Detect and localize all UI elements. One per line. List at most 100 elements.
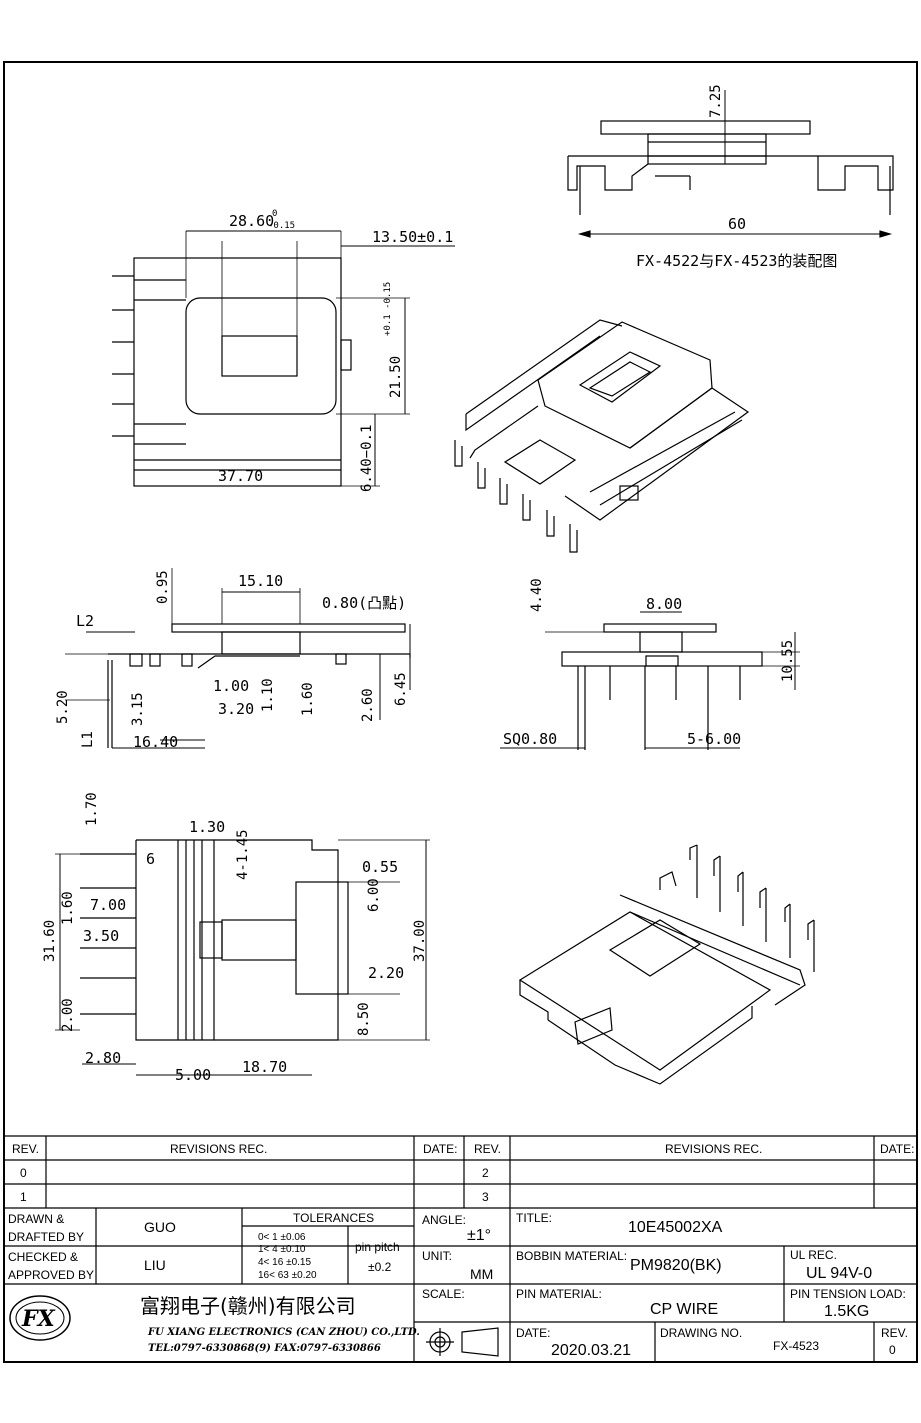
dim-0-55: 0.55 [362, 858, 398, 876]
dim-L1: L1 [80, 731, 96, 748]
dim-1-70: 1.70 [84, 792, 100, 826]
drafted-label: DRAFTED BY [8, 1230, 84, 1244]
pin-tension-label: PIN TENSION LOAD: [790, 1287, 906, 1301]
dim-37-00: 37.00 [412, 920, 428, 962]
dim-7-00: 7.00 [90, 896, 126, 914]
dim-4-40: 4.40 [529, 578, 545, 612]
rev-row-2: 2 [482, 1166, 489, 1180]
logo-text: FX [21, 1306, 56, 1332]
dim-4-1-45: 4-1.45 [235, 829, 251, 880]
unit-label: UNIT: [422, 1249, 452, 1263]
dim-2-60: 2.60 [360, 688, 376, 722]
tolerance-row-1: 0< 1 ±0.06 [258, 1232, 306, 1243]
dim-1-00: 1.00 [213, 677, 249, 695]
dim-2-80: 2.80 [85, 1049, 121, 1067]
approved-by: LIU [144, 1257, 166, 1273]
drawn-label: DRAWN & [8, 1212, 64, 1226]
pin-tension-value: 1.5KG [824, 1303, 869, 1320]
dim-2-20: 2.20 [368, 964, 404, 982]
dim-sq0-80: SQ0.80 [503, 730, 557, 748]
dim-21-50-tol: +0.1 -0.15 [383, 282, 393, 336]
pin-pitch-value: ±0.2 [368, 1260, 392, 1274]
rev-label: REV. [881, 1326, 908, 1340]
dim-3-50: 3.50 [83, 927, 119, 945]
date-header-right: DATE: [880, 1142, 914, 1156]
isometric-view-bottom [518, 844, 815, 1085]
revisions-header-right: REVISIONS REC. [665, 1142, 762, 1156]
date-header-left: DATE: [423, 1142, 457, 1156]
rev-row-1: 1 [20, 1190, 27, 1204]
date-label: DATE: [516, 1326, 550, 1340]
dim-3-20: 3.20 [218, 700, 254, 718]
rev-value: 0 [889, 1343, 896, 1357]
dim-3-15: 3.15 [130, 692, 146, 726]
rev-header-left: REV. [12, 1142, 39, 1156]
pin-material-value: CP WIRE [650, 1301, 718, 1318]
drawing-border [3, 61, 918, 1363]
dim-0-80: 0.80(凸點) [322, 594, 406, 612]
scale-label: SCALE: [422, 1287, 465, 1301]
dim-21-50: 21.50 [388, 356, 404, 398]
date-value: 2020.03.21 [551, 1342, 631, 1359]
dim-28-60-tol-top: 0 [272, 209, 277, 219]
approved-label: APPROVED BY [8, 1268, 94, 1282]
dim-18-70: 18.70 [242, 1058, 287, 1076]
title-block [4, 1135, 917, 1362]
company-logo: FX [9, 1295, 71, 1341]
dim-1-60-bottom: 1.60 [60, 891, 76, 925]
tolerance-row-4: 16< 63 ±0.20 [258, 1270, 317, 1281]
end-view [500, 611, 800, 750]
revisions-header-left: REVISIONS REC. [170, 1142, 267, 1156]
top-view [112, 230, 455, 487]
title-value: 10E45002XA [628, 1219, 723, 1236]
rev-row-0: 0 [20, 1166, 27, 1180]
company-name-cn: 富翔电子(赣州)有限公司 [140, 1294, 356, 1318]
drawn-by: GUO [144, 1219, 176, 1235]
title-label: TITLE: [516, 1211, 552, 1225]
pin-material-label: PIN MATERIAL: [516, 1287, 602, 1301]
angle-value: ±1° [467, 1227, 491, 1244]
dim-37-70: 37.70 [218, 467, 263, 485]
dim-6-00-bottom: 6.00 [366, 878, 382, 912]
tolerances-label: TOLERANCES [293, 1211, 374, 1225]
company-name-en: FU XIANG ELECTRONICS (CAN ZHOU) CO.,LTD. [147, 1327, 420, 1338]
dim-5-00: 5.00 [175, 1066, 211, 1084]
dim-5-6-00: 5-6.00 [687, 730, 741, 748]
dim-8-50: 8.50 [356, 1002, 372, 1036]
bobbin-material-value: PM9820(BK) [630, 1257, 722, 1274]
dim-L2: L2 [76, 612, 94, 630]
tolerance-row-2: 1< 4 ±0.10 [258, 1244, 306, 1255]
isometric-view-top [454, 319, 750, 553]
dim-1-60-side: 1.60 [300, 682, 316, 716]
dim-6: 6 [146, 850, 155, 868]
dim-28-60-tol-bot: -0.15 [268, 221, 295, 231]
ul-rec-label: UL REC. [790, 1248, 837, 1262]
dim-2-00: 2.00 [60, 998, 76, 1032]
unit-value: MM [470, 1266, 493, 1282]
bobbin-material-label: BOBBIN MATERIAL: [516, 1249, 627, 1263]
dim-31-60: 31.60 [42, 920, 58, 962]
dim-5-20: 5.20 [55, 690, 71, 724]
dim-15-10: 15.10 [238, 572, 283, 590]
company-contact: TEL:0797-6330868(9) FAX:0797-6330866 [148, 1343, 381, 1354]
angle-label: ANGLE: [422, 1213, 466, 1227]
dim-1-10: 1.10 [260, 678, 276, 712]
assembly-caption: FX-4522与FX-4523的装配图 [636, 252, 837, 270]
dim-6-40: 6.40−0.1 [359, 425, 375, 492]
dim-7-25: 7.25 [708, 84, 724, 118]
dim-6-45: 6.45 [393, 672, 409, 706]
dim-0-95: 0.95 [155, 570, 171, 604]
rev-row-3: 3 [482, 1190, 489, 1204]
pin-pitch-label: pin pitch [355, 1240, 400, 1254]
dim-60: 60 [728, 215, 746, 233]
side-view [65, 568, 411, 749]
dim-8-00: 8.00 [646, 595, 682, 613]
dim-1-30: 1.30 [189, 818, 225, 836]
ul-rec-value: UL 94V-0 [806, 1265, 872, 1282]
dim-16-40: 16.40 [133, 733, 178, 751]
assembly-side-view [567, 90, 894, 238]
rev-header-right: REV. [474, 1142, 501, 1156]
checked-label: CHECKED & [8, 1250, 78, 1264]
tolerance-row-3: 4< 16 ±0.15 [258, 1257, 311, 1268]
